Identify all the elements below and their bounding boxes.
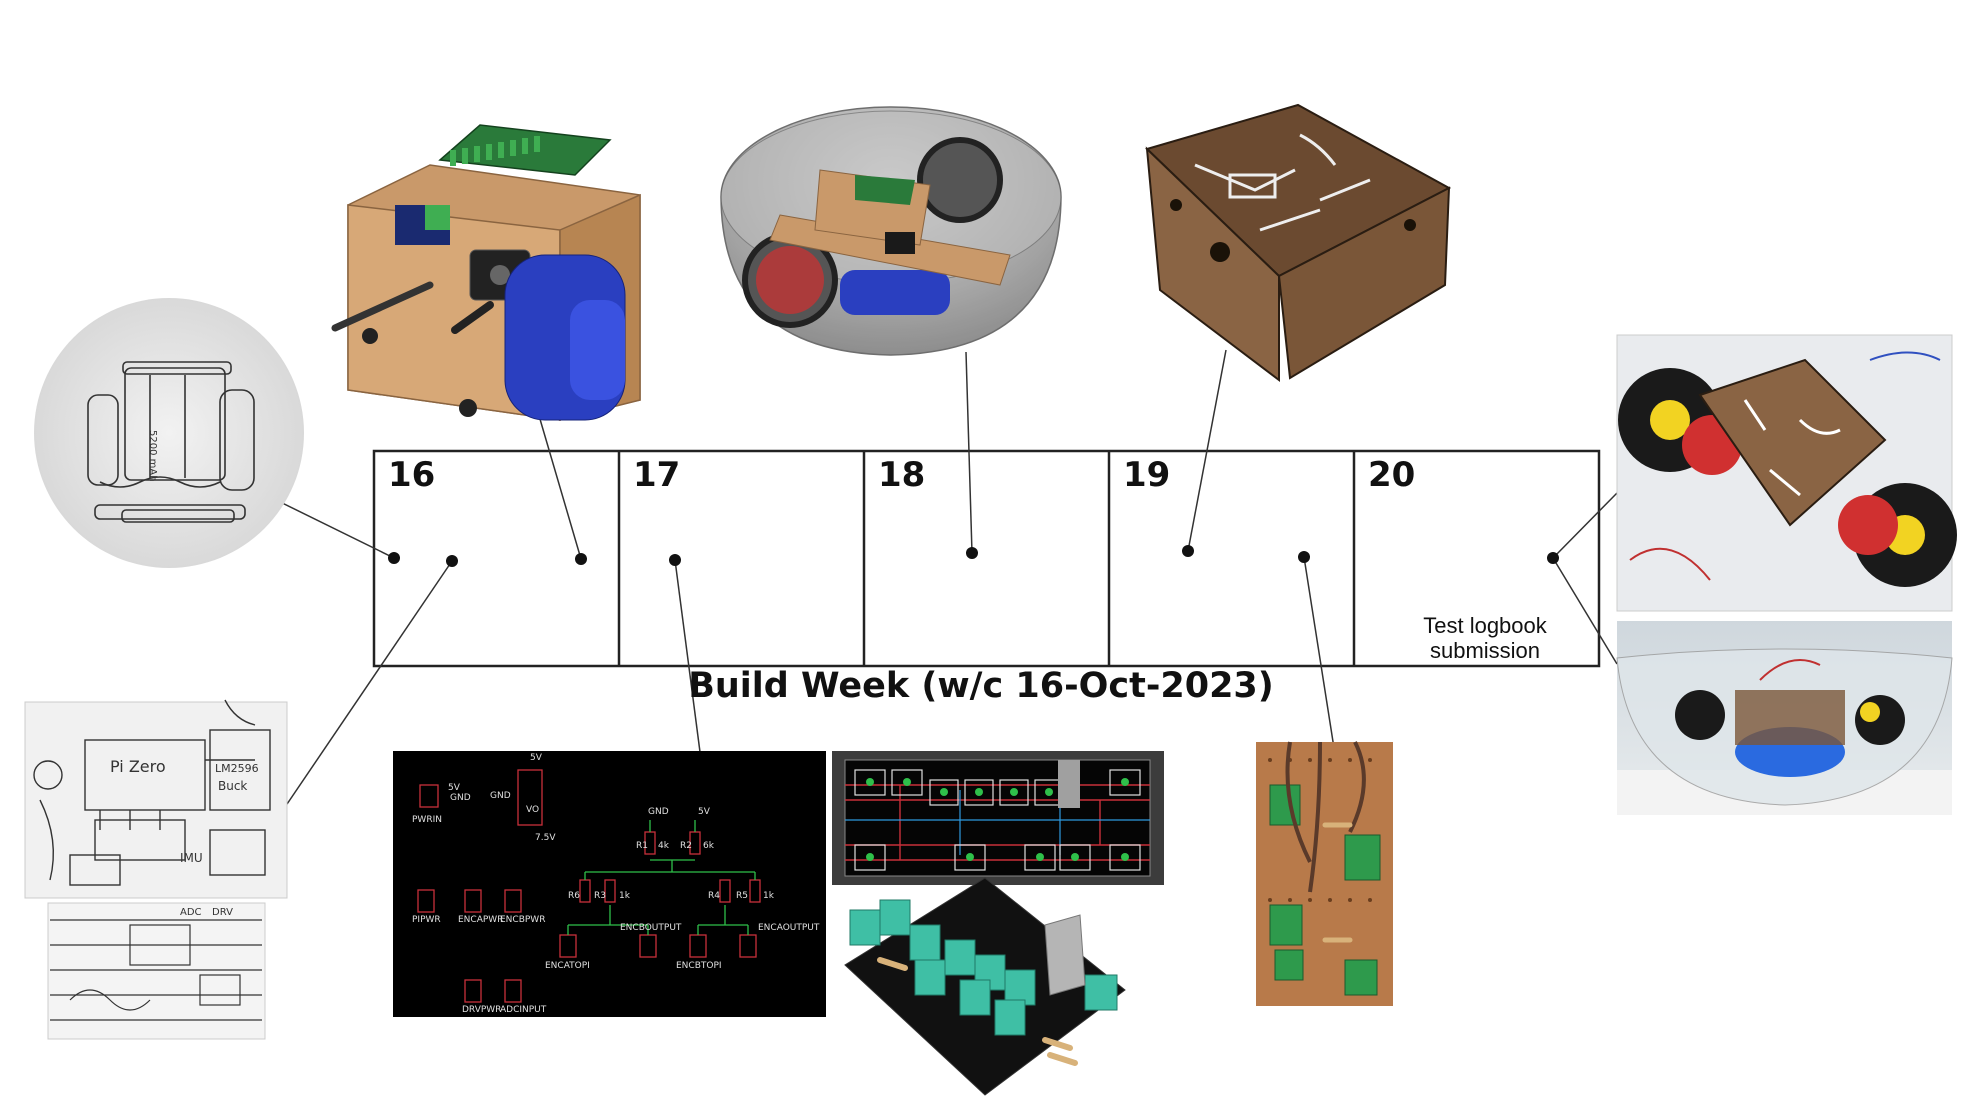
schematic-label-4k: 4k: [658, 841, 670, 851]
schematic-label-5v-c: 5V: [698, 807, 711, 817]
sketch-label-drv: DRV: [212, 907, 233, 918]
sketch-label-imu: IMU: [180, 851, 203, 865]
day-label-20: 20: [1368, 455, 1416, 495]
concept-sketch-image: 5200 mAh: [34, 298, 304, 568]
sketch-label-adc: ADC: [180, 907, 202, 918]
dot-day18-dome: [966, 547, 978, 559]
schematic-label-encbpwr: ENCBPWR: [500, 915, 545, 925]
schematic-label-gnd-c: GND: [648, 807, 669, 817]
dot-day17-schematic: [669, 554, 681, 566]
schematic-label-6k: 6k: [703, 841, 715, 851]
schematic-label-gnd-a: GND: [450, 793, 471, 803]
schematic-label-1k-b: 1k: [763, 891, 775, 901]
day-20-note-line2: submission: [1429, 638, 1541, 663]
schematic-label-encapwr: ENCAPWR: [458, 915, 503, 925]
schematic-label-1k-a: 1k: [619, 891, 631, 901]
schematic-label-5v-b: 5V: [530, 753, 543, 763]
schematic-label-5v-a: 5V: [448, 783, 461, 793]
schematic-label-encaoutput: ENCAOUTPUT: [758, 923, 820, 933]
wiring-sketch-bottom: ADC DRV: [47, 902, 266, 1040]
day-label-18: 18: [878, 455, 926, 495]
finished-robot-photo: [1616, 334, 1957, 612]
schematic-label-r1: R1: [636, 841, 648, 851]
pcb-layout: [832, 751, 1164, 885]
robot-in-bowl-photo: [1616, 621, 1953, 815]
schematic-label-pwrin: PWRIN: [412, 815, 442, 825]
schematic-label-adcinput: ADCINPUT: [500, 1005, 547, 1015]
cad-robot-render: [331, 124, 641, 421]
wiring-sketch-top: Pi Zero LM2596 Buck IMU: [24, 699, 288, 899]
schematic-label-gnd-b: GND: [490, 791, 511, 801]
dot-day19-chassis: [1182, 545, 1194, 557]
schematic-label-7v5: 7.5V: [535, 833, 556, 843]
day-20-note: Test logbook submission: [1385, 613, 1585, 663]
schematic-label-r3: R3: [594, 891, 606, 901]
day-label-16: 16: [388, 455, 436, 495]
sketch-label-pi-zero: Pi Zero: [110, 757, 166, 776]
dot-day16-cad: [575, 553, 587, 565]
schematic-label-r5: R5: [736, 891, 748, 901]
sketch-label-buck: Buck: [218, 779, 247, 793]
dot-day20-robot: [1547, 552, 1559, 564]
schematic-label-r6: R6: [568, 891, 580, 901]
schematic-label-pipwr: PIPWR: [412, 915, 441, 925]
schematic-label-encbtopi: ENCBTOPI: [676, 961, 722, 971]
schematic-label-encboutput: ENCBOUTPUT: [620, 923, 682, 933]
dot-day19-stripboard: [1298, 551, 1310, 563]
day-20-note-line1: Test logbook: [1423, 613, 1547, 638]
dot-day16-wiring: [446, 555, 458, 567]
schematic-label-r2: R2: [680, 841, 692, 851]
schematic-label-drvpwr: DRVPWR: [462, 1005, 501, 1015]
stripboard-photo: [1256, 741, 1393, 1006]
dot-day16-sketch: [388, 552, 400, 564]
day-label-19: 19: [1123, 455, 1171, 495]
timeline-dots: [388, 545, 1559, 567]
schematic-label-r4: R4: [708, 891, 720, 901]
sketch-label-lm2596: LM2596: [215, 762, 259, 775]
day-label-17: 17: [633, 455, 681, 495]
schematic-label-encatopi: ENCATOPI: [545, 961, 590, 971]
timeline-title: Build Week (w/c 16-Oct-2023): [688, 666, 1274, 706]
dome-robot-render: [720, 106, 1062, 356]
laser-cut-chassis-photo: [1145, 103, 1452, 383]
svg-text:5200 mAh: 5200 mAh: [147, 430, 158, 482]
schematic-label-vo: VO: [526, 805, 539, 815]
eagle-schematic: PWRIN 5V GND 5V GND VO 7.5V GND 5V R1 4k…: [393, 751, 826, 1017]
pcb-3d-render: [844, 877, 1126, 1096]
